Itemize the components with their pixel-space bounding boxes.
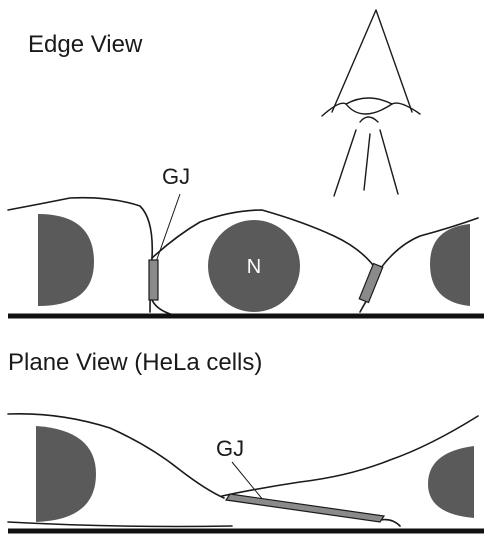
edge-gap-junction-right — [359, 264, 383, 303]
edge-gap-junction-left — [149, 260, 158, 300]
plane-view-panel: Plane View (HeLa cells) GJ — [8, 349, 484, 531]
plane-view-title: Plane View (HeLa cells) — [8, 349, 262, 376]
plane-left-nucleus — [36, 426, 96, 522]
eye-viewpoint-icon — [322, 10, 420, 196]
edge-view-panel: Edge View GJ N — [8, 10, 484, 316]
plane-right-nucleus — [428, 446, 474, 518]
edge-nucleus-label: N — [247, 256, 261, 278]
edge-view-gj-label: GJ — [162, 164, 190, 189]
edge-left-nucleus — [38, 214, 94, 306]
plane-gap-junction — [226, 494, 384, 522]
plane-view-gj-label: GJ — [216, 436, 244, 461]
edge-view-title: Edge View — [28, 31, 143, 58]
plane-left-cell-base — [8, 522, 232, 527]
plane-right-cell-base — [380, 520, 400, 526]
edge-right-nucleus — [430, 224, 470, 306]
